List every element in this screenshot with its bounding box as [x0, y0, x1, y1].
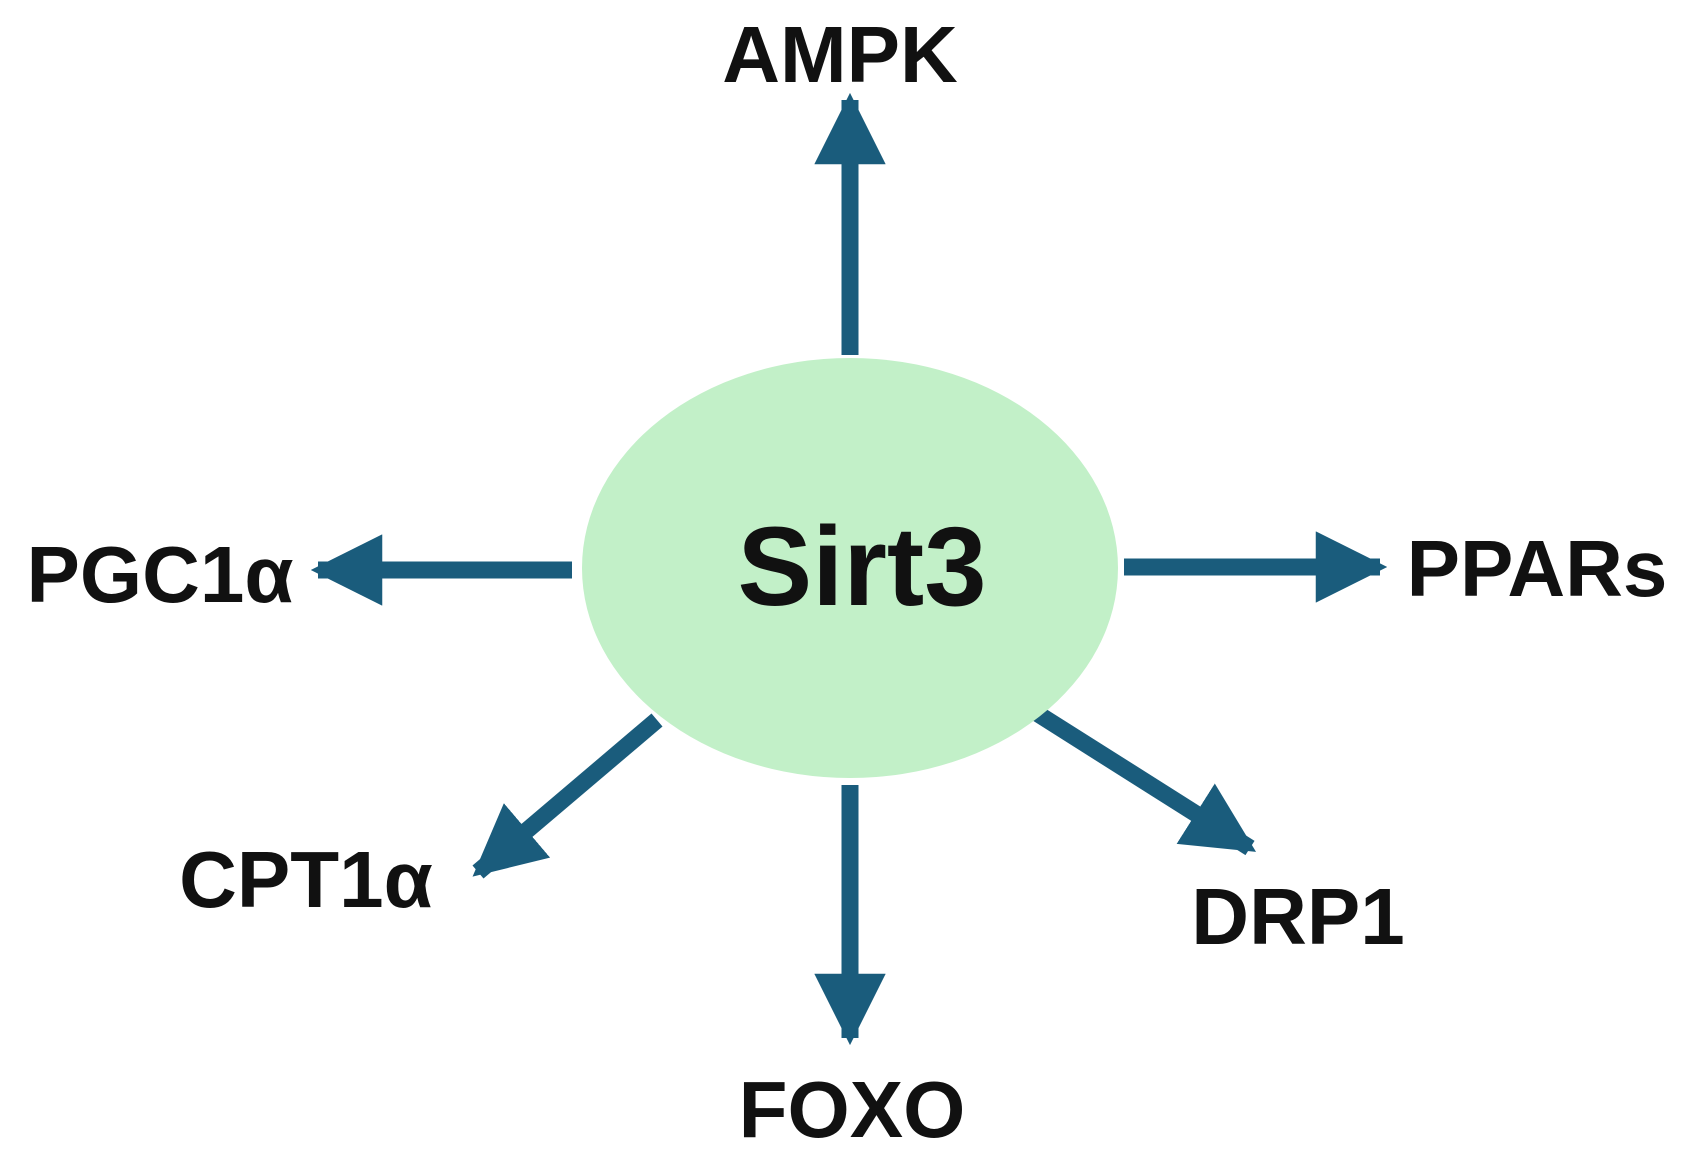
pgc1a-label: PGC1α: [26, 530, 293, 619]
ampk-label: AMPK: [722, 10, 958, 99]
ppars-label: PPARs: [1407, 524, 1668, 613]
sirt3-label: Sirt3: [738, 504, 987, 629]
sirt3-node: [582, 358, 1118, 778]
drp1-label: DRP1: [1191, 872, 1404, 961]
arrow-to-cpt1a: [472, 713, 663, 879]
arrows-group: [310, 92, 1388, 1046]
arrow-to-drp1: [1030, 704, 1257, 856]
foxo-label: FOXO: [739, 1065, 966, 1154]
cpt1a-label: CPT1α: [179, 835, 433, 924]
